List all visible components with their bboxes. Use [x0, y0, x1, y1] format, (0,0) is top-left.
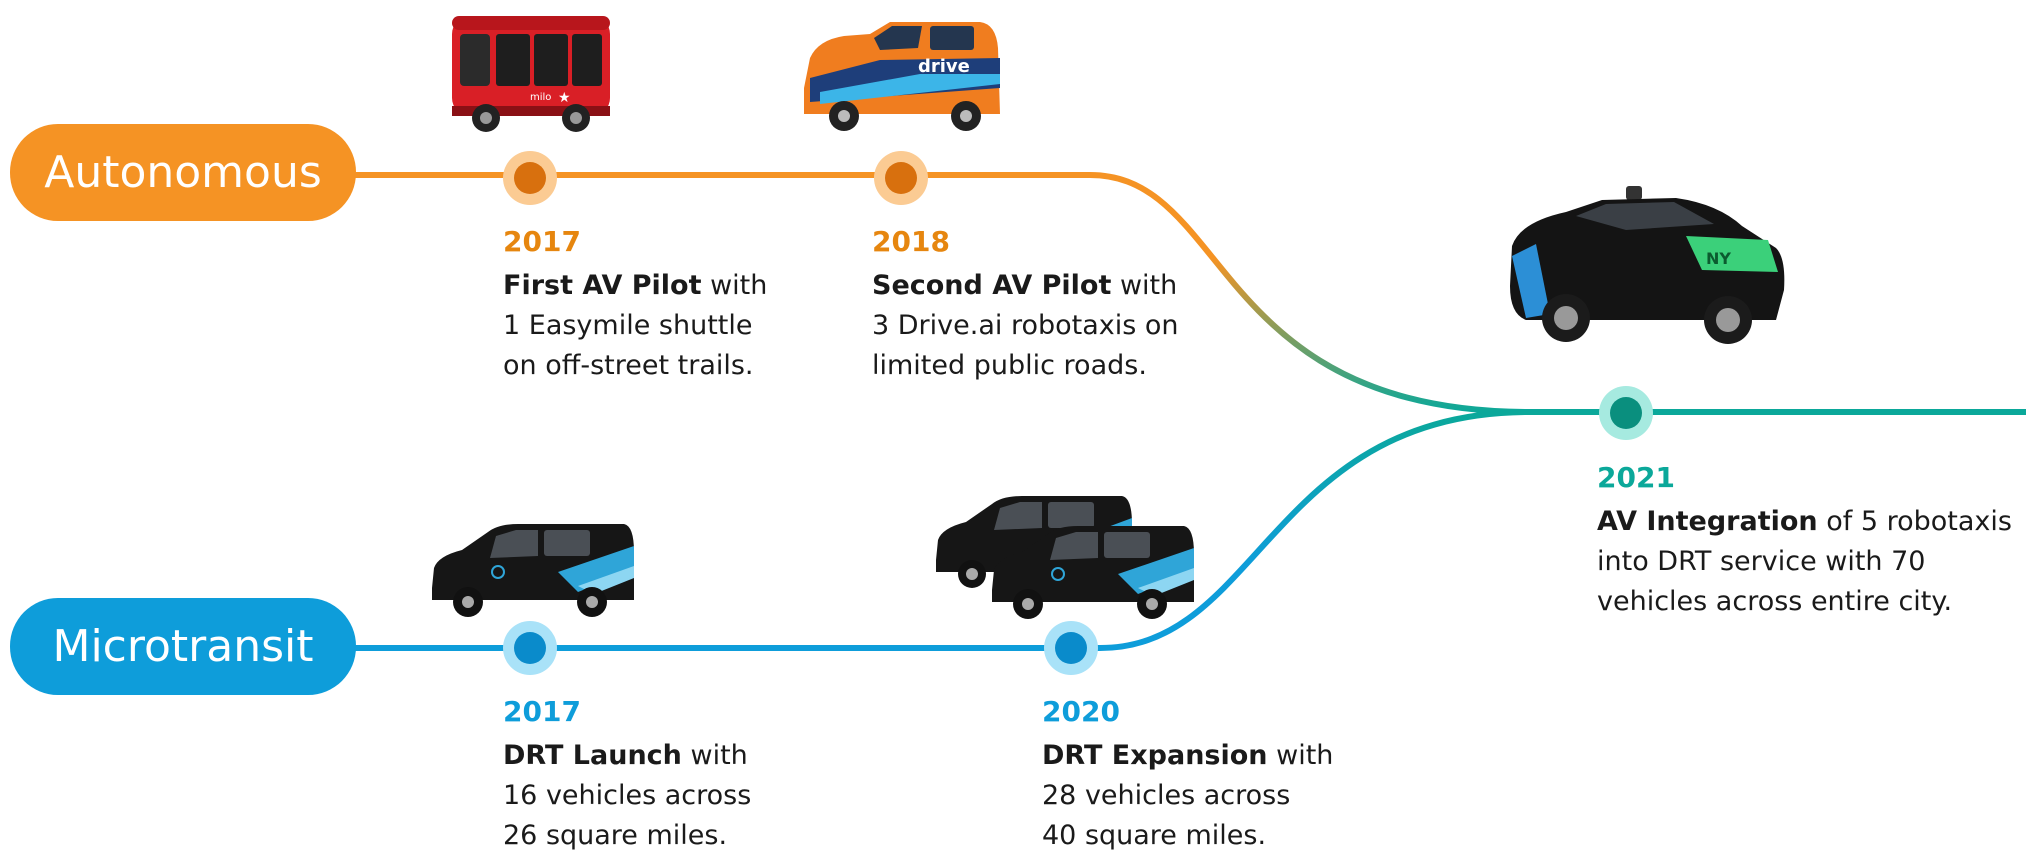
- autonomous-track-label: Autonomous: [10, 124, 356, 221]
- two-vans-icon: [936, 496, 1194, 619]
- event-year: 2018: [872, 225, 950, 258]
- event-av2017: 2017 First AV Pilot with 1 Easymile shut…: [503, 222, 767, 386]
- svg-text:drive: drive: [918, 56, 970, 77]
- microtransit-track-line: [350, 409, 1531, 651]
- event-title: AV Integration: [1597, 506, 1818, 537]
- svg-text:★: ★: [558, 90, 571, 106]
- event-title: DRT Launch: [503, 740, 682, 771]
- event-year: 2017: [503, 225, 581, 258]
- autonomous-track-line: [350, 172, 1531, 415]
- milestone-marker-av2018: [874, 151, 928, 205]
- event-text: 16 vehicles across: [503, 780, 752, 811]
- milestone-marker-drt2017: [503, 621, 557, 675]
- event-drt2017: 2017 DRT Launch with 16 vehicles across …: [503, 692, 751, 856]
- event-title: First AV Pilot: [503, 270, 702, 301]
- svg-text:milo: milo: [530, 92, 551, 103]
- event-title: Second AV Pilot: [872, 270, 1112, 301]
- event-text: vehicles across entire city.: [1597, 586, 1953, 617]
- milestone-marker-drt2020: [1044, 621, 1098, 675]
- svg-text:NY: NY: [1706, 249, 1731, 268]
- orange-van-icon: drive: [804, 22, 1000, 131]
- event-text: 26 square miles.: [503, 820, 728, 851]
- red-shuttle-icon: milo ★: [452, 16, 610, 132]
- event-text: into DRT service with 70: [1597, 546, 1926, 577]
- event-drt2020: 2020 DRT Expansion with 28 vehicles acro…: [1042, 692, 1333, 856]
- milestone-marker-av2017: [503, 151, 557, 205]
- event-int2021: 2021 AV Integration of 5 robotaxis into …: [1597, 458, 2012, 622]
- event-text: 3 Drive.ai robotaxis on: [872, 310, 1179, 341]
- event-text: with: [681, 740, 748, 771]
- event-text: 40 square miles.: [1042, 820, 1267, 851]
- event-av2018: 2018 Second AV Pilot with 3 Drive.ai rob…: [872, 222, 1179, 386]
- event-year: 2017: [503, 695, 581, 728]
- event-text: 1 Easymile shuttle: [503, 310, 753, 341]
- event-text: with: [1267, 740, 1334, 771]
- event-year: 2021: [1597, 461, 1675, 494]
- black-van-icon: [432, 524, 634, 617]
- event-year: 2020: [1042, 695, 1120, 728]
- event-title: DRT Expansion: [1042, 740, 1268, 771]
- event-text: of 5 robotaxis: [1817, 506, 2012, 537]
- event-text: 28 vehicles across: [1042, 780, 1291, 811]
- event-text: on off-street trails.: [503, 350, 754, 381]
- black-suv-icon: NY: [1510, 186, 1785, 344]
- event-text: limited public roads.: [872, 350, 1147, 381]
- microtransit-track-label: Microtransit: [10, 598, 356, 695]
- milestone-marker-int2021: [1599, 386, 1653, 440]
- event-text: with: [701, 270, 768, 301]
- event-text: with: [1111, 270, 1178, 301]
